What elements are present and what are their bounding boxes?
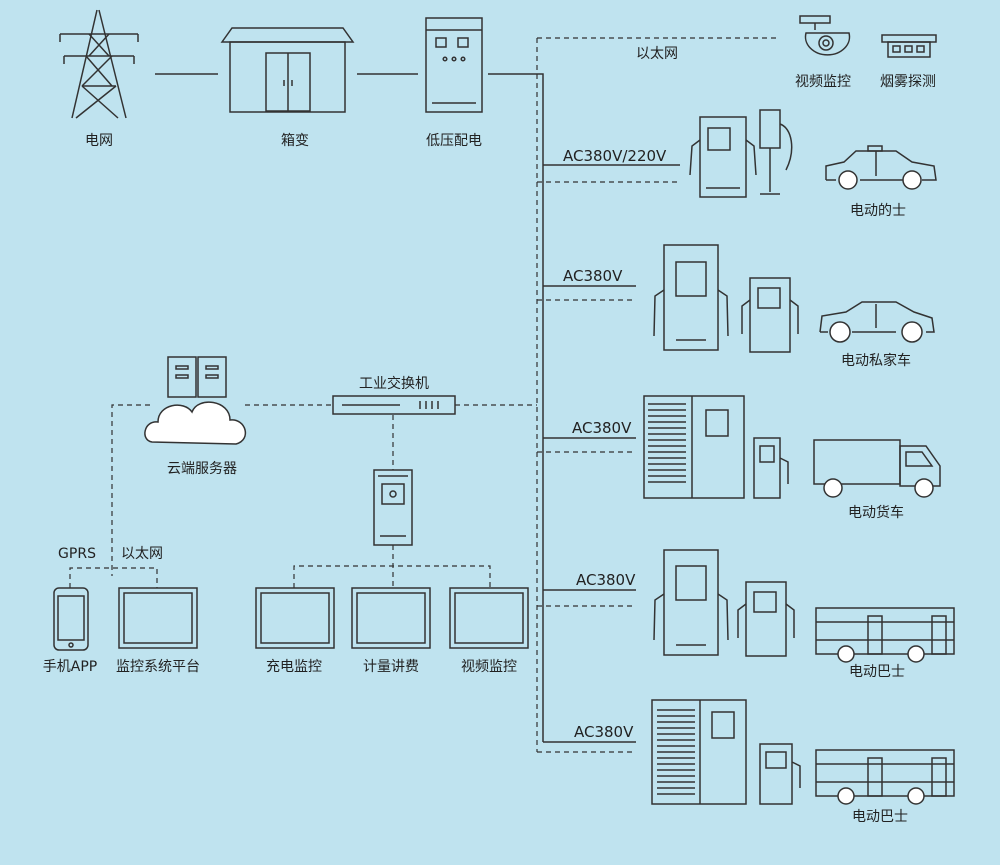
charger-ac-dc-row1 [689, 109, 793, 198]
bus-2-icon [815, 749, 955, 805]
bus-1-icon [815, 607, 955, 663]
transmission-tower-icon [59, 9, 139, 119]
smoke-detector-icon [881, 34, 937, 58]
charger-cabinet-row3 [643, 395, 789, 499]
line-label-row4: AC380V [576, 571, 636, 589]
label-ethernet-top: 以太网 [636, 46, 678, 62]
label-metering: 计量讲费 [363, 659, 419, 675]
label-truck: 电动货车 [848, 505, 904, 521]
power-lines [155, 73, 544, 742]
line-label-row2: AC380V [563, 267, 623, 285]
label-grid: 电网 [85, 133, 113, 149]
monitor-metering-icon [351, 587, 431, 649]
label-smoke-detect: 烟雾探测 [880, 74, 936, 90]
branch-lines [537, 164, 680, 753]
label-charge-monitor: 充电监控 [266, 659, 322, 675]
private-car-icon [819, 301, 935, 343]
monitor-platform-icon [118, 587, 198, 649]
label-box-transformer: 箱变 [281, 133, 309, 149]
label-monitor-platform: 监控系统平台 [116, 659, 200, 675]
label-private-car: 电动私家车 [841, 353, 911, 369]
label-bus-1: 电动巴士 [849, 664, 905, 680]
label-taxi: 电动的士 [850, 203, 906, 219]
distribution-cabinet-icon [425, 17, 483, 113]
line-label-row5: AC380V [574, 723, 634, 741]
mobile-phone-icon [53, 587, 89, 651]
charger-dc-row2 [653, 244, 799, 353]
box-transformer-icon [220, 27, 355, 113]
label-bus-2: 电动巴士 [852, 809, 908, 825]
label-cloud-server: 云端服务器 [167, 461, 237, 477]
label-video-monitor-bottom: 视频监控 [461, 659, 517, 675]
label-video-monitor-top: 视频监控 [795, 74, 851, 90]
label-industrial-switch: 工业交换机 [359, 376, 429, 392]
tower-server-icon [373, 469, 413, 546]
ethernet-top-line [536, 37, 780, 752]
cloud-server-icon [144, 356, 247, 445]
network-lines [69, 404, 537, 588]
taxi-icon [825, 145, 937, 190]
label-gprs: GPRS [58, 546, 96, 562]
truck-icon [813, 439, 941, 498]
charger-cabinet-row5 [651, 699, 801, 805]
line-label-row3: AC380V [572, 419, 632, 437]
monitor-charge-icon [255, 587, 335, 649]
dome-camera-icon [799, 15, 851, 56]
industrial-switch-icon [332, 395, 456, 415]
line-label-row1: AC380V/220V [563, 147, 667, 165]
label-ethernet-left: 以太网 [121, 546, 163, 562]
label-low-voltage: 低压配电 [426, 133, 482, 149]
monitor-video-icon [449, 587, 529, 649]
charger-dc-row4 [653, 549, 795, 657]
label-mobile-app: 手机APP [42, 659, 98, 675]
